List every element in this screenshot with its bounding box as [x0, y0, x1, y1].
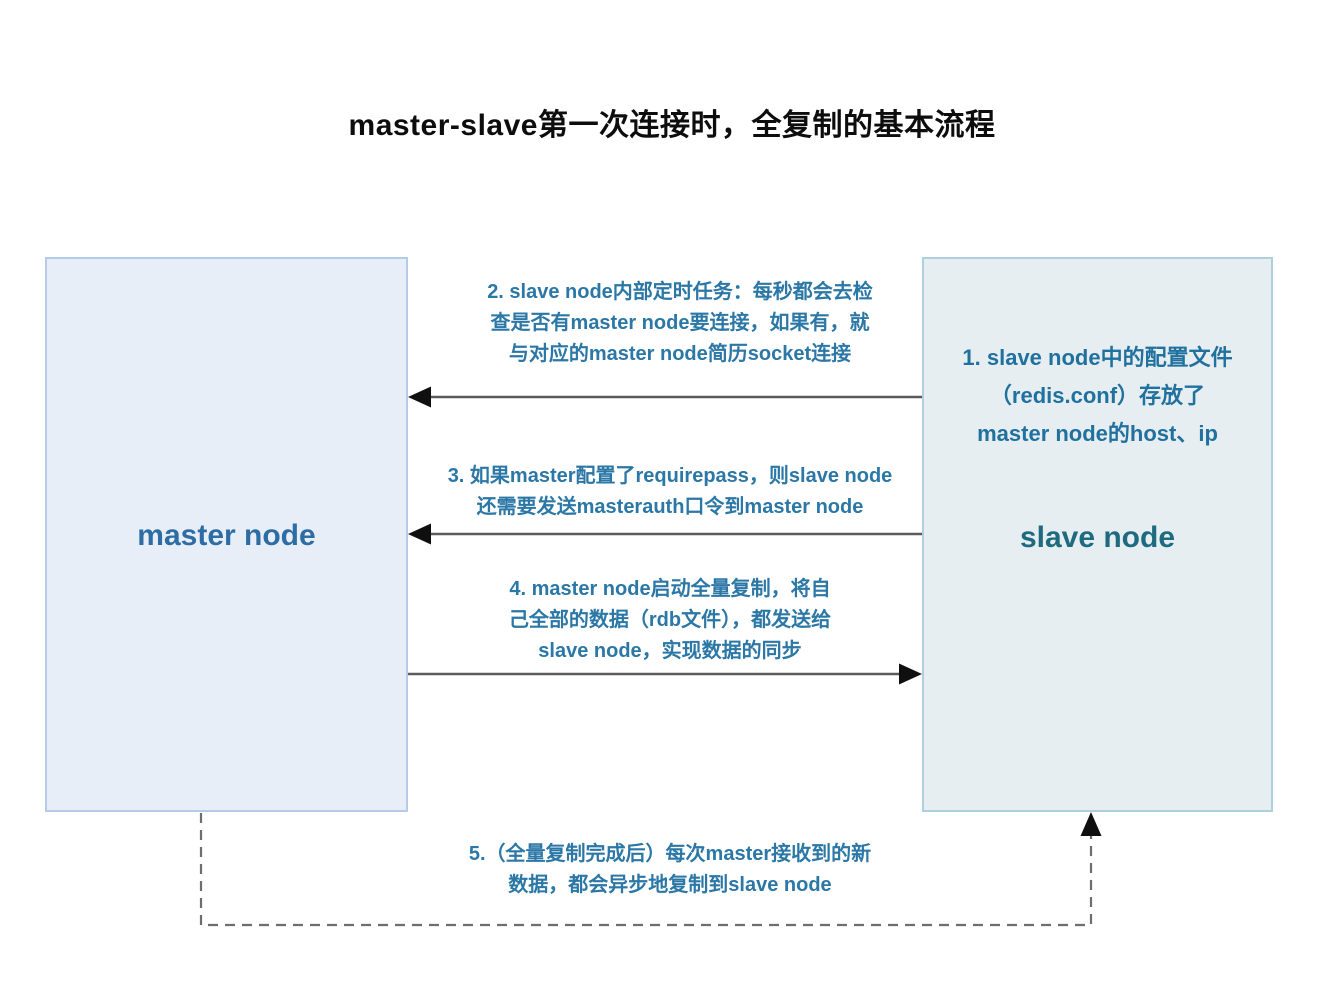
master-node-box: master node [45, 257, 408, 812]
step-2-label: 2. slave node内部定时任务：每秒都会去检 查是否有master no… [487, 281, 873, 365]
step-3-label: 3. 如果master配置了requirepass，则slave node 还需… [447, 465, 893, 518]
step-3-arrowhead-left-icon [408, 523, 431, 545]
step-5-label: 5.（全量复制完成后）每次master接收到的新 数据，都会异步地复制到slav… [468, 843, 872, 896]
step-4-label: 4. master node启动全量复制，将自 己全部的数据（rdb文件），都发… [508, 578, 832, 662]
slave-node-label: slave node [1019, 521, 1176, 554]
master-node-label: master node [137, 519, 316, 552]
step-5-arrowhead-up-icon [1080, 812, 1102, 836]
step-2-arrowhead-left-icon [408, 386, 431, 408]
step-1-config-note: 1. slave node中的配置文件 （redis.conf）存放了 mast… [962, 345, 1233, 446]
slave-node-box: 1. slave node中的配置文件 （redis.conf）存放了 mast… [922, 257, 1273, 812]
diagram-title: master-slave第一次连接时，全复制的基本流程 [348, 109, 996, 142]
